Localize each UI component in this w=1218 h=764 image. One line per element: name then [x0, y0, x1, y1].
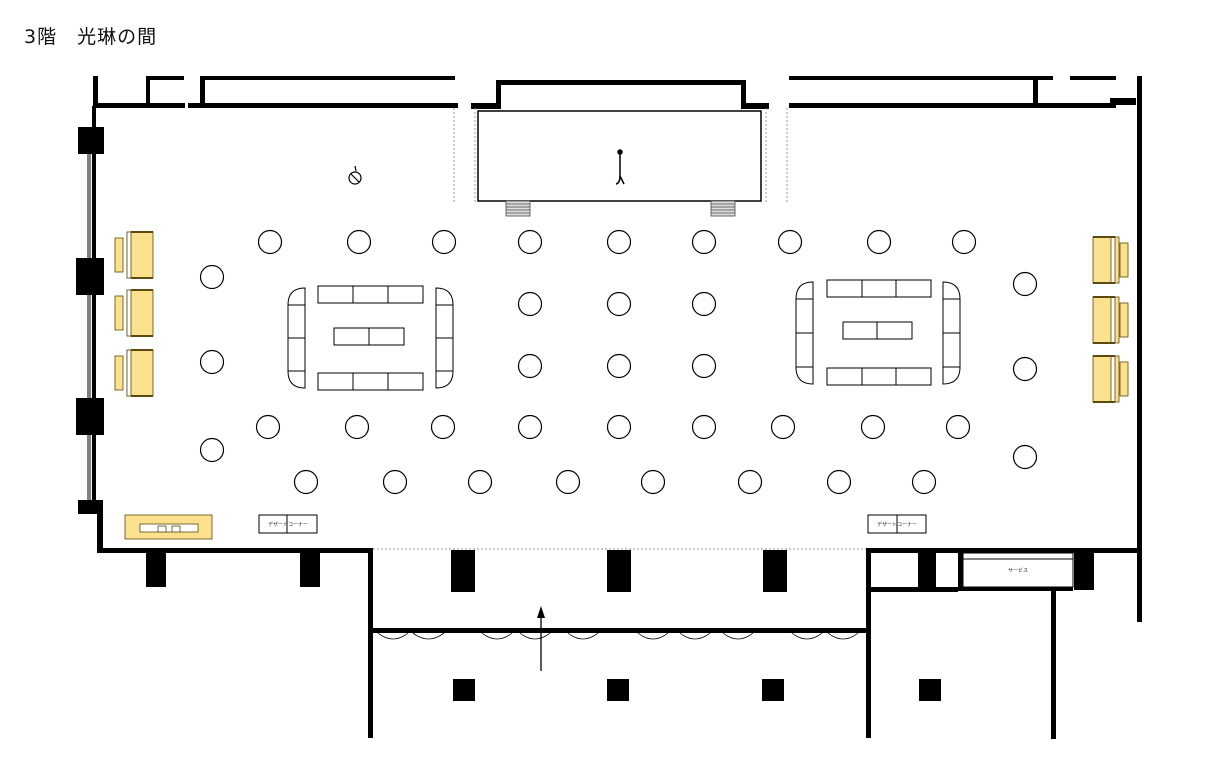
page-title: 3階 光琳の間 [24, 26, 158, 48]
service-counter: サービス [962, 552, 1074, 588]
round-table [517, 414, 543, 440]
sofa-group [114, 231, 1129, 540]
round-table [1012, 271, 1038, 297]
round-table [255, 414, 281, 440]
pillars [76, 127, 1094, 701]
round-table [691, 229, 717, 255]
round-tables [199, 229, 1038, 495]
round-table [555, 469, 581, 495]
round-table [911, 469, 937, 495]
round-table [430, 414, 456, 440]
sofa [1092, 355, 1129, 403]
entrance-doors [377, 632, 859, 640]
round-table [517, 229, 543, 255]
window-line [87, 150, 91, 505]
round-table [517, 291, 543, 317]
sofa [1092, 236, 1129, 284]
round-table [866, 229, 892, 255]
buffet-left [287, 285, 454, 391]
dessert-corner-left-label: デザートコーナー [268, 521, 308, 528]
microphone-icon [615, 149, 625, 185]
round-table [945, 414, 971, 440]
round-table [517, 353, 543, 379]
door-swing [679, 632, 711, 640]
round-table [1012, 356, 1038, 382]
round-table [346, 229, 372, 255]
dessert-corner-left: デザートコーナー [258, 514, 318, 534]
door-swing [791, 632, 823, 640]
stage-steps-right [710, 200, 736, 217]
dotted-guides [373, 108, 866, 550]
walls [92, 76, 1142, 739]
door-swing [377, 632, 409, 640]
podium-icon [348, 165, 362, 185]
round-table [199, 264, 225, 290]
arrow-up-icon [537, 606, 545, 671]
round-table [199, 349, 225, 375]
round-table [606, 291, 632, 317]
sofa [124, 514, 213, 540]
door-swing [827, 632, 859, 640]
sofa [114, 349, 154, 397]
round-table [691, 353, 717, 379]
door-swing [519, 632, 551, 640]
door-swing [567, 632, 599, 640]
round-table [606, 229, 632, 255]
round-table [344, 414, 370, 440]
service-label: サービス [1008, 567, 1028, 574]
round-table [777, 229, 803, 255]
round-table [640, 469, 666, 495]
round-table [737, 469, 763, 495]
round-table [951, 229, 977, 255]
round-table [691, 291, 717, 317]
round-table [826, 469, 852, 495]
door-swing [722, 632, 754, 640]
round-table [1012, 444, 1038, 470]
door-swing [412, 632, 445, 640]
dessert-corner-right: デザートコーナー [867, 514, 927, 534]
round-table [293, 469, 319, 495]
dessert-corner-right-label: デザートコーナー [877, 521, 917, 528]
sofa [1092, 296, 1129, 344]
round-table [606, 353, 632, 379]
round-table [257, 229, 283, 255]
round-table [382, 469, 408, 495]
door-swing [637, 632, 669, 640]
sofa [114, 289, 154, 337]
round-table [770, 414, 796, 440]
round-table [199, 437, 225, 463]
sofa [114, 231, 154, 279]
stage-steps-left [505, 200, 531, 217]
door-swing [481, 632, 513, 640]
round-table [860, 414, 886, 440]
buffet-right [795, 279, 961, 386]
round-table [606, 414, 632, 440]
round-table [691, 414, 717, 440]
round-table [431, 229, 457, 255]
round-table [467, 469, 493, 495]
